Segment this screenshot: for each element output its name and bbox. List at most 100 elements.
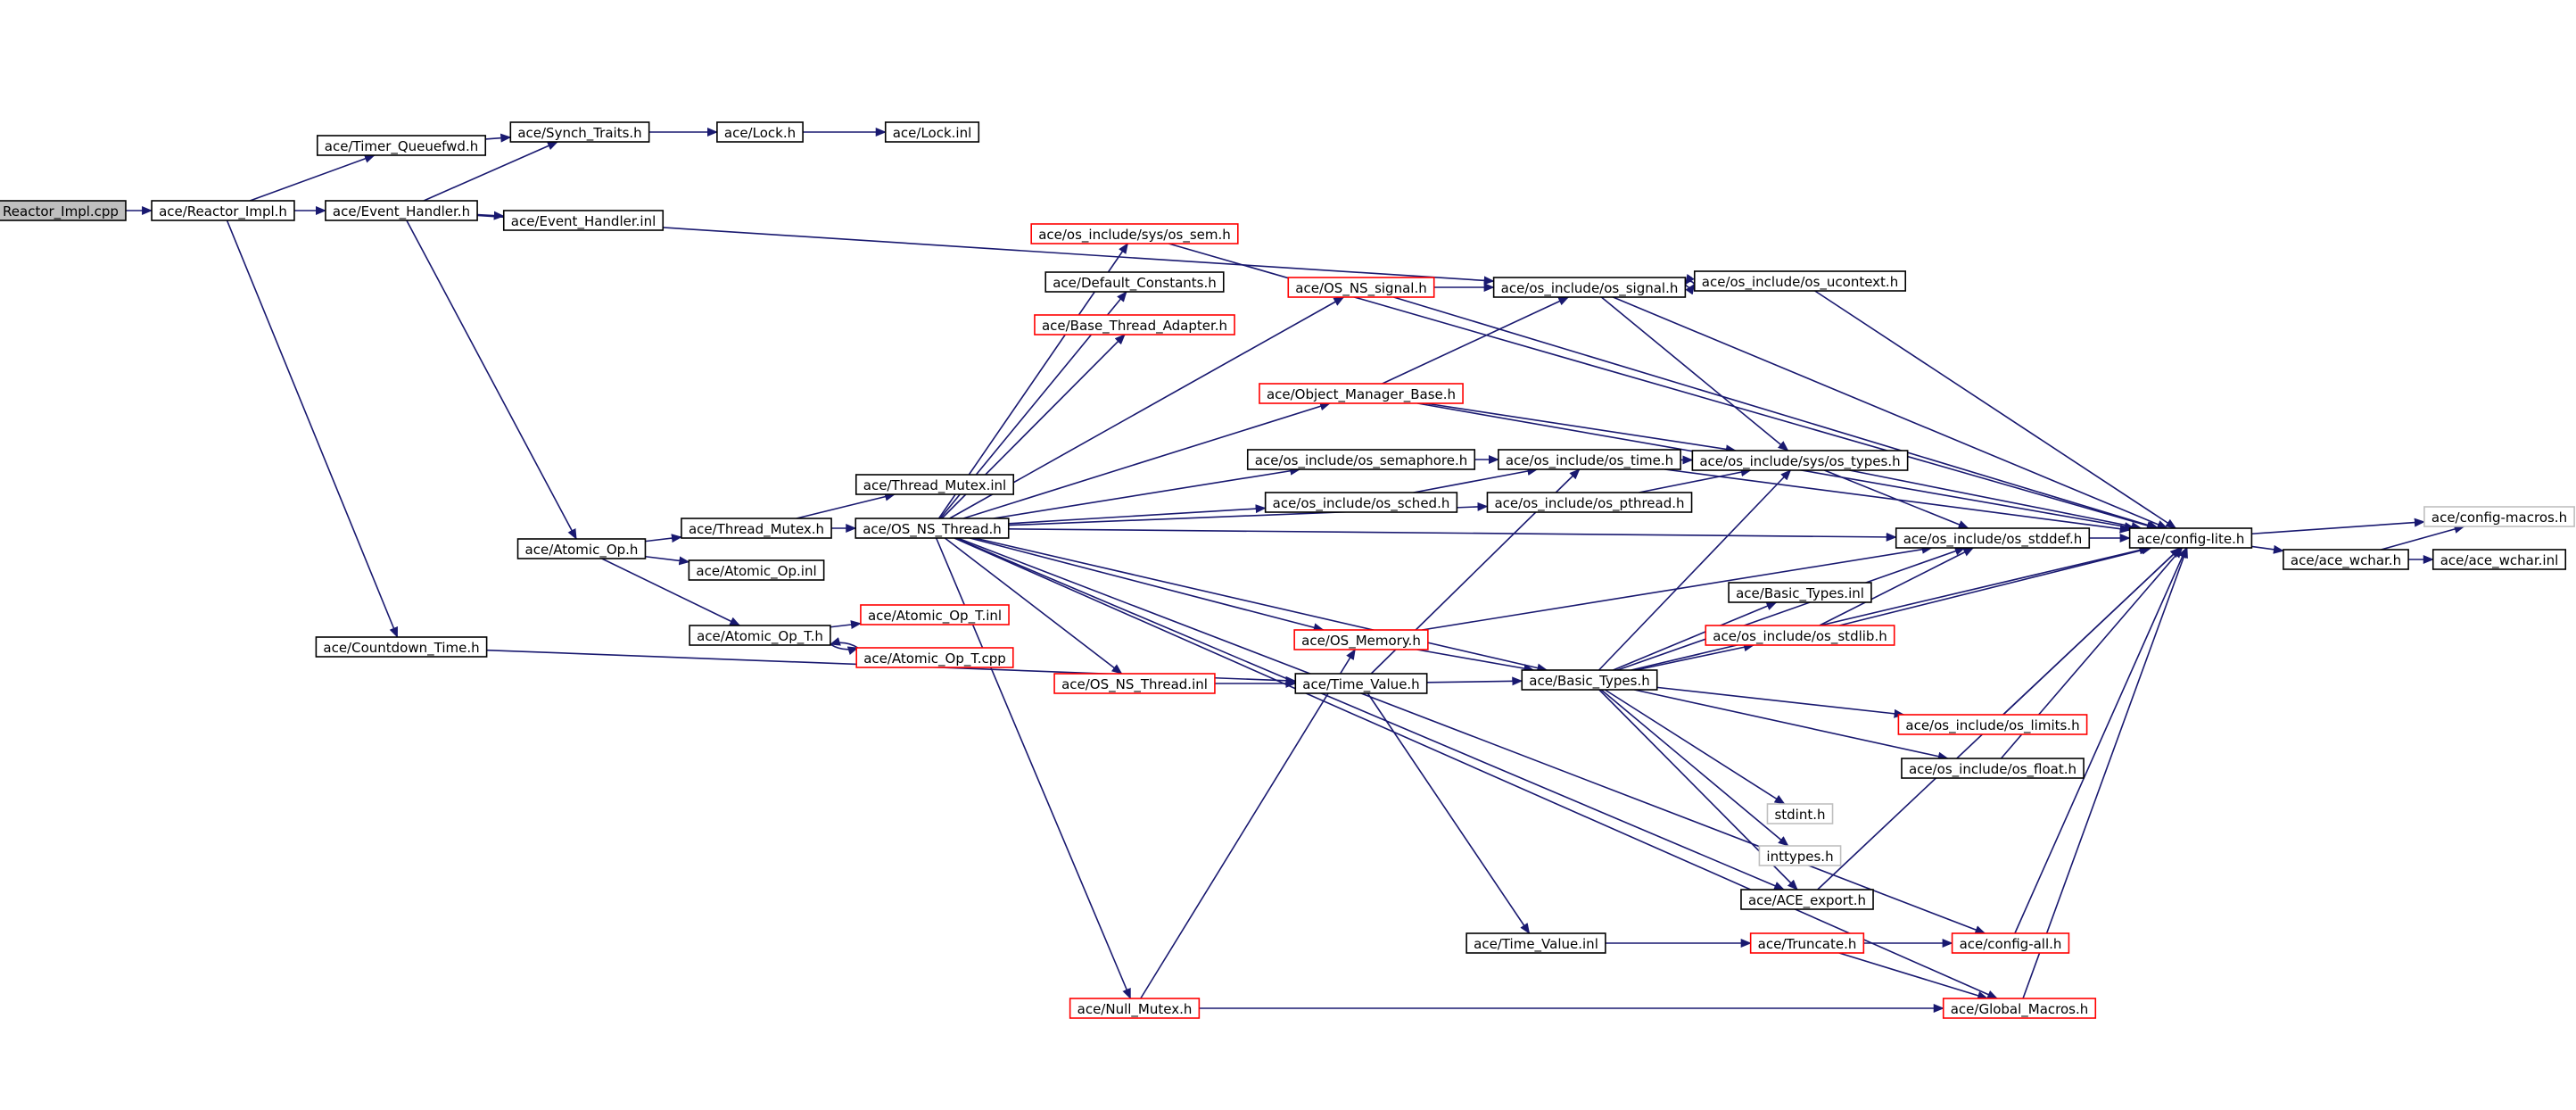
node-label: ace/Truncate.h	[1758, 936, 1857, 952]
node-box	[1749, 932, 1865, 954]
node-box	[855, 647, 1014, 668]
node-config-macros-h[interactable]: ace/config-macros.h	[2423, 506, 2575, 527]
node-thread-mutex-h[interactable]: ace/Thread_Mutex.h	[681, 518, 832, 539]
node-os-float-h[interactable]: ace/os_include/os_float.h	[1901, 758, 2085, 779]
edge-os_ns_thread_h-to-object_manager_base_h	[962, 402, 1331, 519]
node-base-thread-adapter-h[interactable]: ace/Base_Thread_Adapter.h	[1034, 314, 1235, 335]
node-os-stddef-h[interactable]: ace/os_include/os_stddef.h	[1895, 527, 2091, 549]
edge-atomic_op_t_h-to-atomic_op_t_inl	[830, 620, 862, 629]
node-label: ace/config-all.h	[1960, 936, 2062, 952]
node-atomic-op-t-cpp[interactable]: ace/Atomic_Op_T.cpp	[855, 647, 1014, 668]
node-label: ace/Object_Manager_Base.h	[1267, 386, 1456, 403]
edge-basic_types_h-to-os_types_h	[1598, 469, 1792, 671]
node-ace-wchar-h[interactable]: ace/ace_wchar.h	[2283, 549, 2409, 570]
node-label: ace/os_include/os_pthread.h	[1494, 495, 1684, 512]
node-reactor-impl-h[interactable]: ace/Reactor_Impl.h	[151, 200, 295, 221]
edge-os_stdlib_h-to-config_lite_h	[1839, 545, 2152, 626]
node-box	[1705, 625, 1895, 646]
node-atomic-op-h[interactable]: ace/Atomic_Op.h	[516, 538, 647, 559]
edge-os_ns_thread_h-to-os_sched_h	[1008, 504, 1267, 525]
node-box	[716, 121, 804, 143]
node-os-types-h[interactable]: ace/os_include/sys/os_types.h	[1691, 450, 1909, 471]
node-os-signal-h[interactable]: ace/os_include/os_signal.h	[1492, 277, 1687, 298]
node-inttypes-h[interactable]: inttypes.h	[1758, 845, 1842, 866]
node-label: ace/ACE_export.h	[1748, 892, 1866, 909]
node-label: ace/Timer_Queuefwd.h	[325, 138, 478, 155]
node-synch-traits-h[interactable]: ace/Synch_Traits.h	[509, 121, 650, 143]
edge-os_ns_thread_h-to-global_macros_h	[954, 537, 1998, 999]
node-os-memory-h[interactable]: ace/OS_Memory.h	[1293, 629, 1429, 650]
node-os-sched-h[interactable]: ace/os_include/os_sched.h	[1264, 492, 1458, 513]
edge-time_value_h-to-basic_types_h	[1426, 676, 1523, 686]
node-ace-wchar-inl[interactable]: ace/ace_wchar.inl	[2432, 549, 2567, 570]
node-truncate-h[interactable]: ace/Truncate.h	[1749, 932, 1865, 954]
edge-os_ns_thread_h-to-os_stddef_h	[1008, 527, 1897, 542]
node-os-ucontext-h[interactable]: ace/os_include/os_ucontext.h	[1693, 270, 1907, 292]
edge-object_manager_base_h-to-os_types_h	[1425, 402, 1737, 454]
node-atomic-op-inl[interactable]: ace/Atomic_Op.inl	[688, 559, 825, 581]
node-label: ace/Time_Value.inl	[1474, 936, 1598, 953]
edge-os_ns_thread_h-to-ace_export_h	[954, 537, 1785, 890]
node-label: ace/Event_Handler.inl	[511, 213, 656, 230]
node-box	[2432, 549, 2567, 570]
edge-os_ns_thread_h-to-config_all_h	[957, 537, 1986, 934]
node-box	[315, 636, 488, 658]
node-box	[1492, 277, 1687, 298]
node-basic-types-h[interactable]: ace/Basic_Types.h	[1521, 669, 1658, 691]
node-default-constants-h[interactable]: ace/Default_Constants.h	[1044, 271, 1225, 293]
node-box	[1895, 527, 2091, 549]
edge-os_signal_h-to-os_ucontext_h	[1684, 283, 1696, 295]
node-box	[1294, 673, 1428, 694]
node-os-pthread-h[interactable]: ace/os_include/os_pthread.h	[1486, 492, 1693, 513]
node-box	[316, 135, 487, 156]
node-os-semaphore-h[interactable]: ace/os_include/os_semaphore.h	[1246, 449, 1476, 470]
node-label: ace/ace_wchar.inl	[2440, 552, 2559, 569]
node-label: ace/Atomic_Op.inl	[696, 563, 816, 580]
node-box	[1766, 803, 1834, 824]
node-atomic-op-t-h[interactable]: ace/Atomic_Op_T.h	[689, 625, 831, 646]
node-time-value-h[interactable]: ace/Time_Value.h	[1294, 673, 1428, 694]
node-label: ace/config-macros.h	[2432, 509, 2567, 526]
edge-reactor_impl_h-to-countdown_time_h	[226, 220, 399, 638]
node-countdown-time-h[interactable]: ace/Countdown_Time.h	[315, 636, 488, 658]
node-global-macros-h[interactable]: ace/Global_Macros.h	[1942, 998, 2097, 1019]
node-label: ace/Event_Handler.h	[333, 203, 470, 220]
node-thread-mutex-inl[interactable]: ace/Thread_Mutex.inl	[855, 474, 1015, 495]
node-os-sem-h[interactable]: ace/os_include/sys/os_sem.h	[1030, 223, 1239, 244]
node-os-ns-signal-h[interactable]: ace/OS_NS_signal.h	[1287, 277, 1435, 298]
edge-basic_types_h-to-os_limits_h	[1656, 686, 1905, 718]
node-root[interactable]: Reactor_Impl.cpp	[0, 200, 127, 221]
node-object-manager-base-h[interactable]: ace/Object_Manager_Base.h	[1259, 383, 1464, 404]
node-config-lite-h[interactable]: ace/config-lite.h	[2128, 527, 2253, 549]
edge-basic_types_h-to-inttypes_h	[1600, 689, 1789, 847]
node-event-handler-inl[interactable]: ace/Event_Handler.inl	[502, 210, 665, 231]
node-os-limits-h[interactable]: ace/os_include/os_limits.h	[1897, 714, 2088, 735]
node-box	[688, 559, 825, 581]
node-ace-export-h[interactable]: ace/ACE_export.h	[1740, 889, 1874, 910]
node-null-mutex-h[interactable]: ace/Null_Mutex.h	[1069, 998, 1201, 1019]
node-box	[855, 474, 1015, 495]
node-config-all-h[interactable]: ace/config-all.h	[1951, 932, 2070, 954]
node-box	[1942, 998, 2097, 1019]
node-time-value-inl[interactable]: ace/Time_Value.inl	[1466, 932, 1606, 954]
edge-atomic_op_h-to-atomic_op_inl	[645, 555, 690, 566]
edge-os_types_h-to-config_lite_h	[1849, 469, 2143, 531]
node-timer-queuefwd-h[interactable]: ace/Timer_Queuefwd.h	[316, 135, 487, 156]
node-os-ns-thread-inl[interactable]: ace/OS_NS_Thread.inl	[1053, 673, 1216, 694]
node-os-stdlib-h[interactable]: ace/os_include/os_stdlib.h	[1705, 625, 1895, 646]
node-atomic-op-t-inl[interactable]: ace/Atomic_Op_T.inl	[860, 604, 1010, 625]
node-box	[1897, 714, 2088, 735]
node-lock-inl[interactable]: ace/Lock.inl	[884, 121, 980, 143]
edge-basic_types_h-to-stdint_h	[1604, 689, 1786, 805]
edge-config_all_h-to-config_lite_h	[2014, 547, 2187, 934]
node-event-handler-h[interactable]: ace/Event_Handler.h	[325, 200, 478, 221]
node-stdint-h[interactable]: stdint.h	[1766, 803, 1834, 824]
node-lock-h[interactable]: ace/Lock.h	[716, 121, 804, 143]
node-box	[1053, 673, 1216, 694]
node-basic-types-inl[interactable]: ace/Basic_Types.inl	[1728, 582, 1872, 603]
edge-ace_wchar_h-to-config_macros_h	[2381, 525, 2465, 551]
node-os-ns-thread-h[interactable]: ace/OS_NS_Thread.h	[855, 518, 1010, 539]
node-os-time-h[interactable]: ace/os_include/os_time.h	[1498, 449, 1681, 470]
node-label: ace/os_include/os_ucontext.h	[1702, 274, 1898, 291]
node-label: ace/config-lite.h	[2137, 531, 2245, 547]
